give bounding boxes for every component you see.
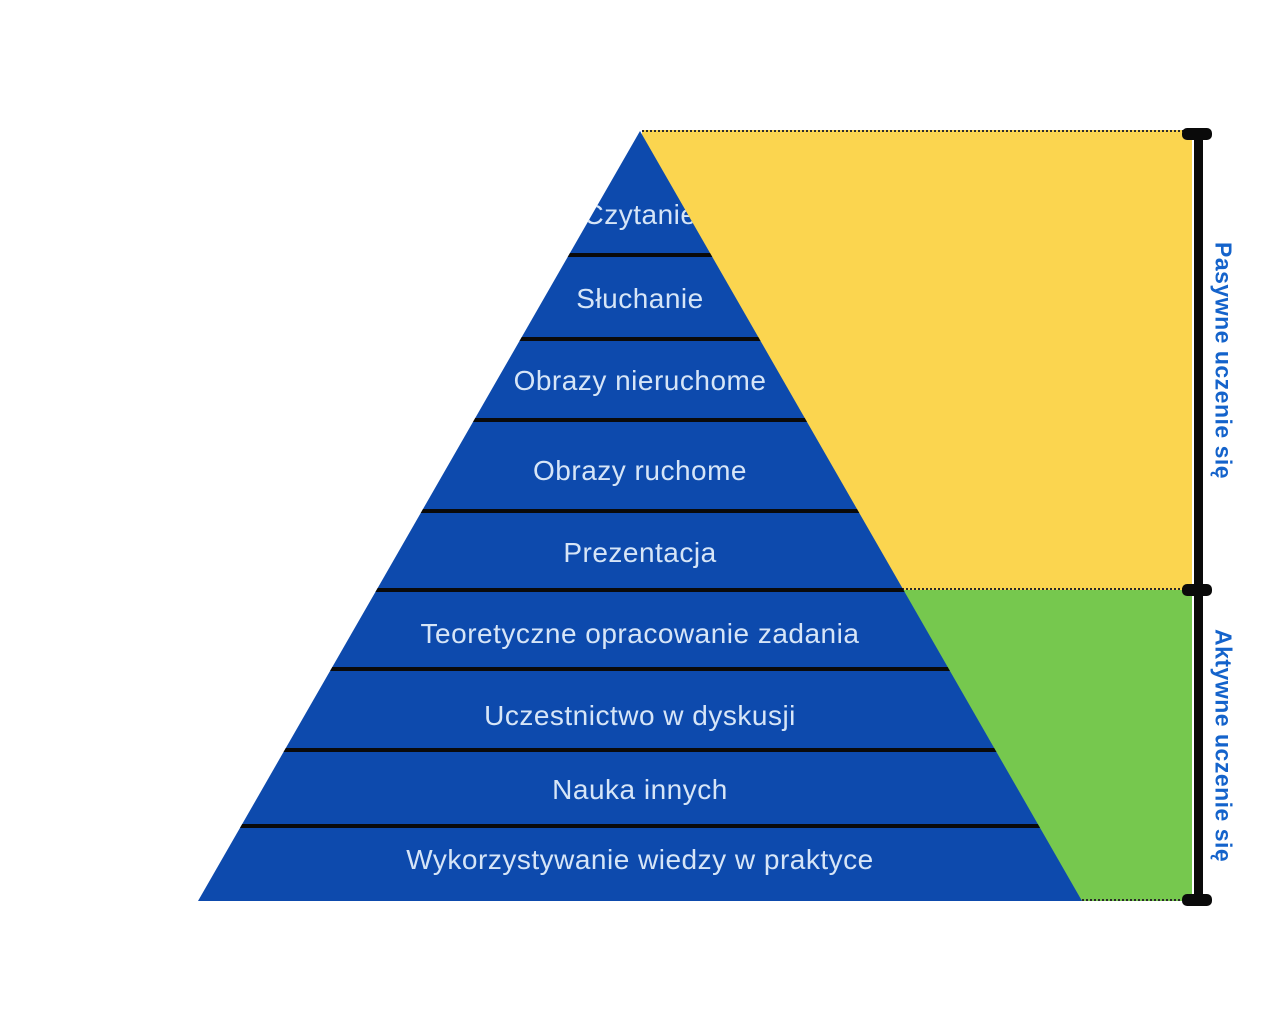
level-divider — [198, 509, 1082, 513]
bracket-cap-top — [1182, 128, 1212, 140]
passive-learning-label: Pasywne uczenie się — [1210, 241, 1237, 480]
bracket-line — [1194, 131, 1203, 902]
bracket-cap-middle — [1182, 584, 1212, 596]
pyramid-level-label-obrazy-ruchome: Obrazy ruchome — [533, 455, 747, 486]
level-divider — [198, 824, 1082, 828]
active-learning-label: Aktywne uczenie się — [1210, 628, 1237, 863]
pyramid-level-label-uczestnictwo: Uczestnictwo w dyskusji — [484, 700, 796, 731]
pyramid-level-label-prezentacja: Prezentacja — [563, 537, 717, 568]
pyramid-level-label-sluchanie: Słuchanie — [576, 283, 704, 314]
pyramid-level-label-obrazy-nieruchome: Obrazy nieruchome — [513, 365, 767, 396]
level-divider — [198, 588, 1082, 592]
level-divider — [198, 667, 1082, 671]
level-divider — [198, 253, 1082, 257]
pyramid-level-label-nauka-innych: Nauka innych — [552, 774, 728, 805]
bracket-cap-bottom — [1182, 894, 1212, 906]
pyramid-level-label-wykorzystywanie: Wykorzystywanie wiedzy w praktyce — [406, 844, 874, 875]
level-divider — [198, 418, 1082, 422]
pyramid-level-label-czytanie: Czytanie — [583, 199, 697, 230]
level-divider — [198, 337, 1082, 341]
level-divider — [198, 748, 1082, 752]
pyramid-level-label-teoretyczne: Teoretyczne opracowanie zadania — [420, 618, 860, 649]
